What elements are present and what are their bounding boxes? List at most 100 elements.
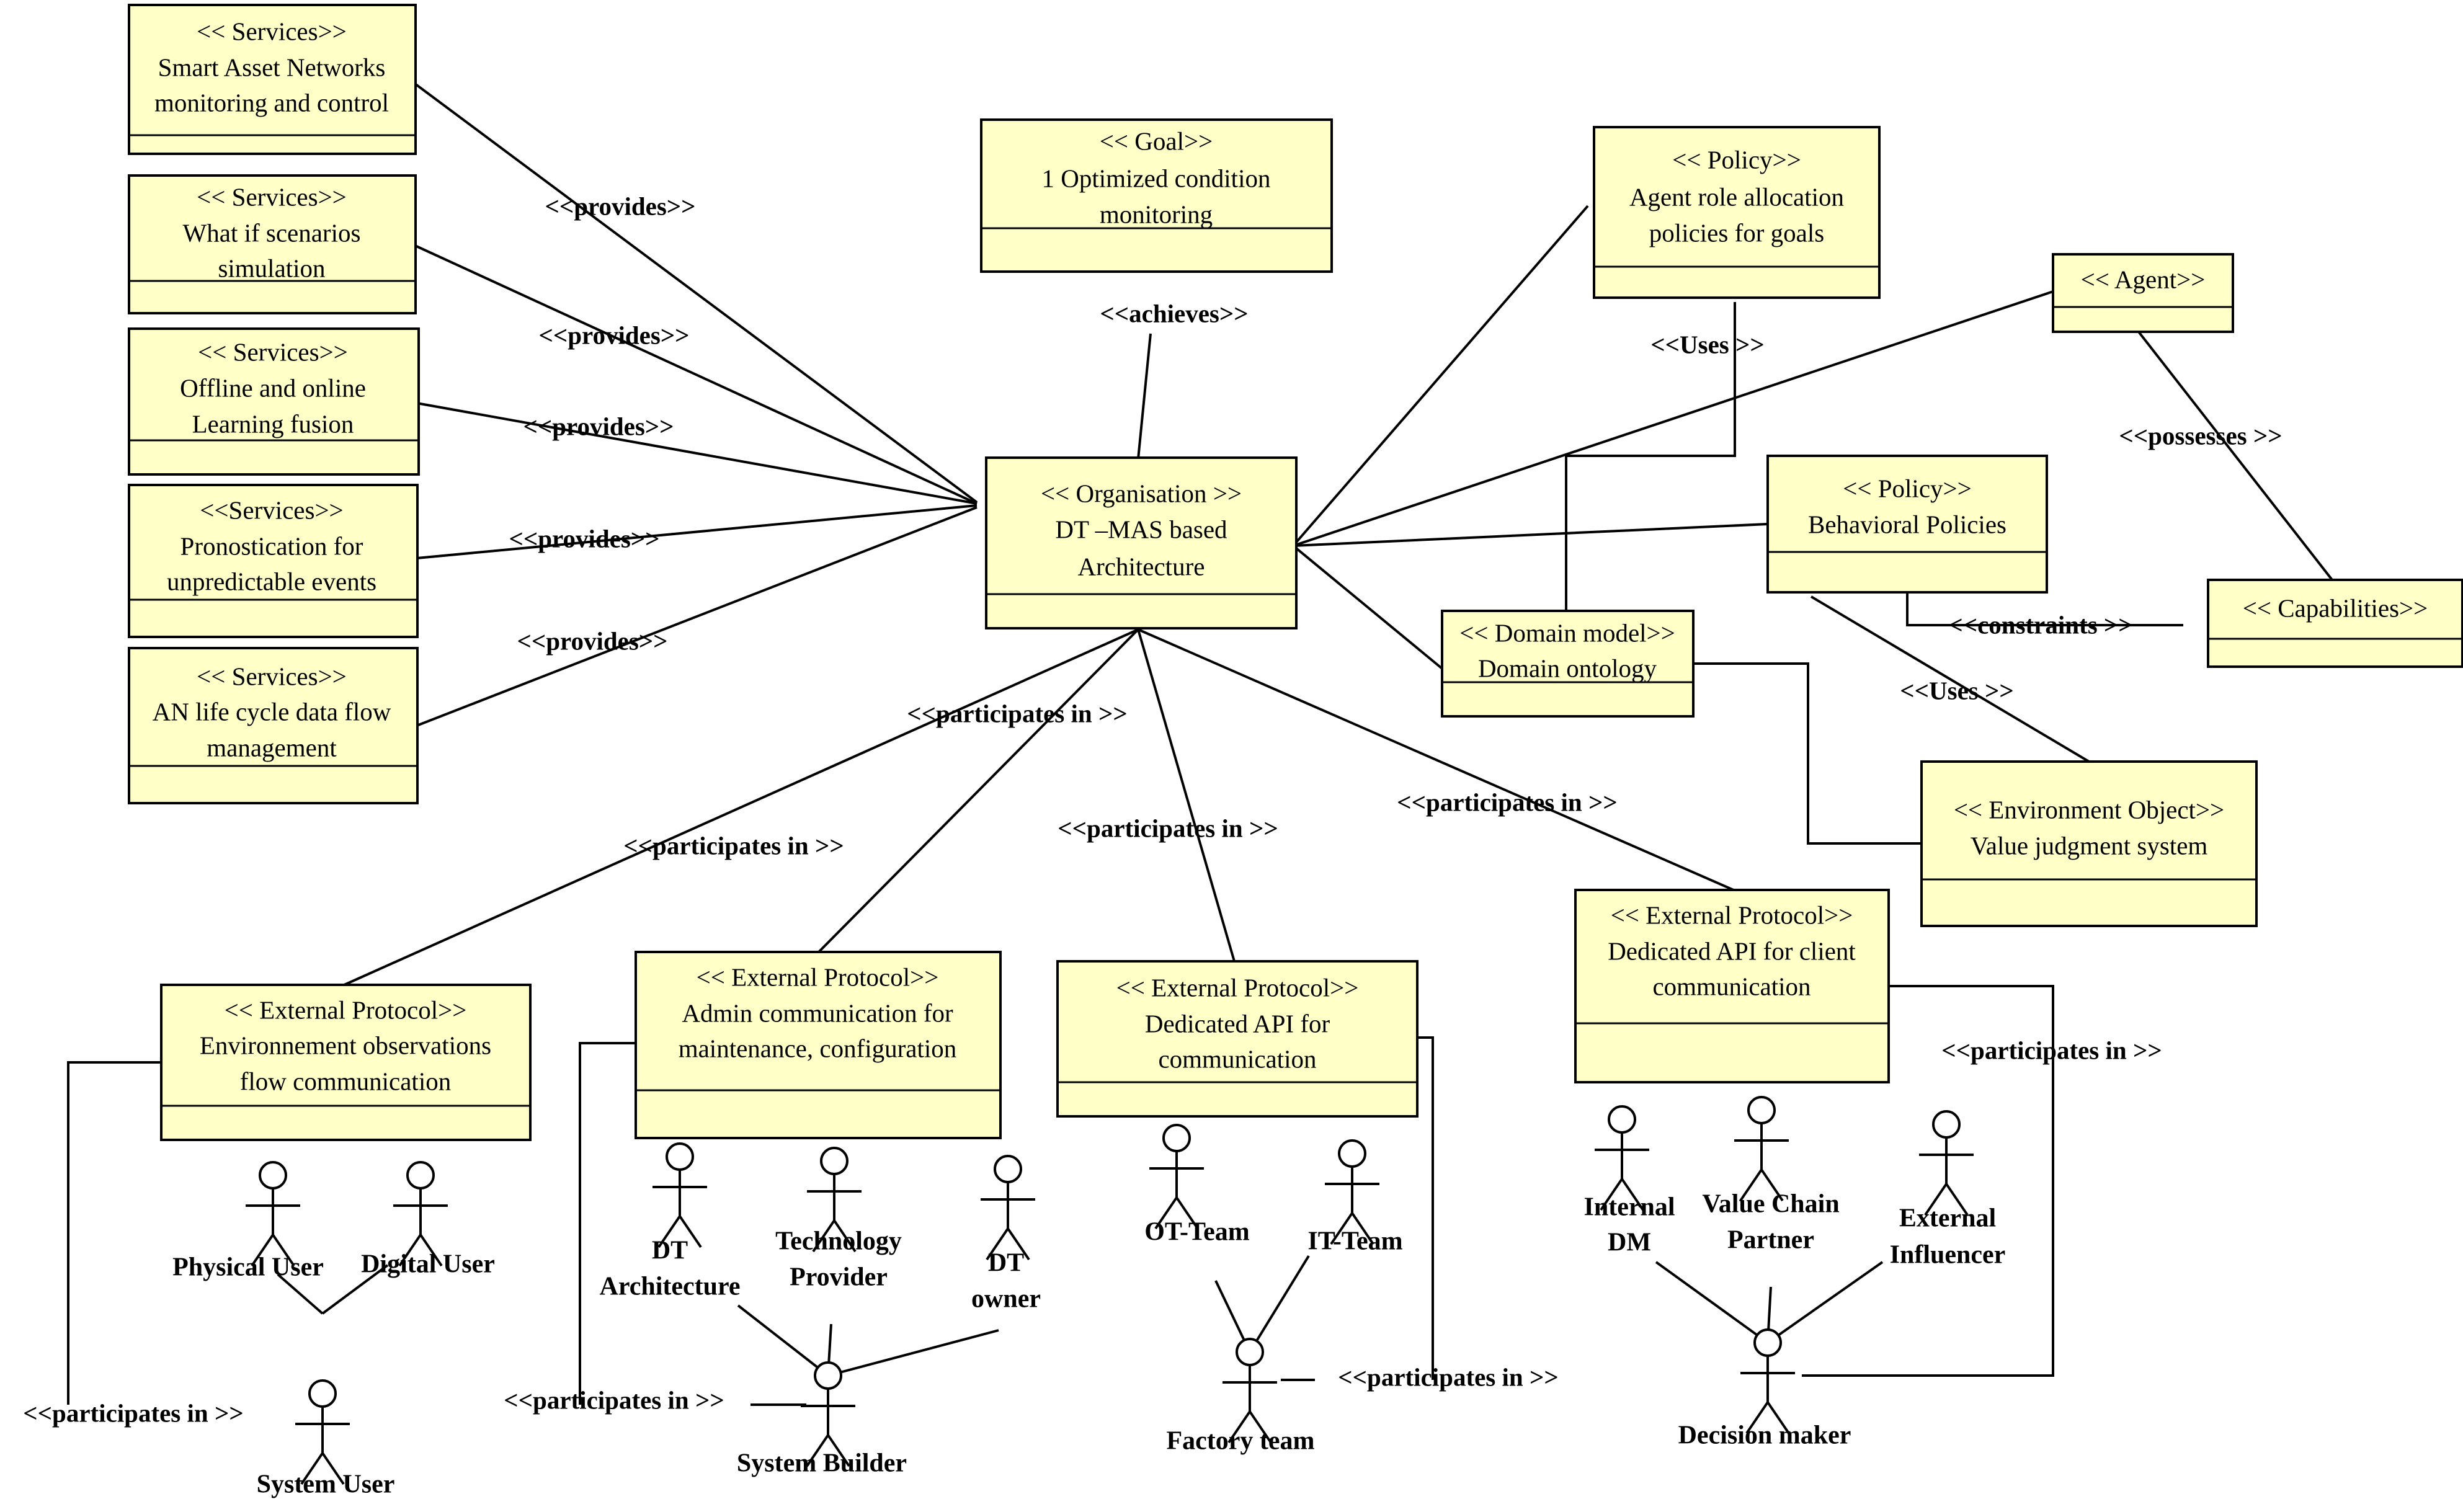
domain-model-box: << Domain model>>Domain ontology [1441, 610, 1695, 718]
connector-line-3 [416, 402, 978, 505]
environment-object-line-2: Value judgment system [1971, 831, 2208, 860]
provides-5-label: <<provides>> [517, 626, 667, 655]
value-chain-partner-label-2: Partner [1727, 1226, 1814, 1255]
decision-maker-actor: Decision maker [1678, 1328, 1851, 1450]
ot-team-actor: OT-Team [1144, 1124, 1250, 1247]
connector-line-4 [416, 504, 978, 559]
connector-line-36 [1766, 1261, 1884, 1344]
constraints-label: <<constraints >> [1948, 610, 2132, 639]
system-builder-actor-icon [801, 1361, 855, 1467]
technology-provider-label-2: Provider [790, 1263, 888, 1292]
connector-line-29 [827, 1329, 999, 1377]
svc-smart-asset-line-3: monitoring and control [154, 88, 389, 117]
dt-architecture-label-1: DT [652, 1237, 688, 1265]
ext-client-api-line-3: communication [1652, 972, 1811, 1000]
external-influencer-label-2: Influencer [1890, 1241, 2006, 1270]
domain-model-line-2: Domain ontology [1478, 654, 1657, 682]
goal-line-3: monitoring [1100, 200, 1213, 228]
svc-pronostication-line-3: unpredictable events [167, 567, 376, 595]
organisation-frame [985, 456, 1298, 629]
internal-dm-label-2: DM [1608, 1229, 1651, 1257]
connector-line-26 [321, 1264, 389, 1315]
connector-line-18 [817, 628, 1139, 953]
svc-lifecycle-line-1: << Services>> [197, 662, 347, 690]
domain-model-frame [1441, 610, 1695, 718]
participates-system-user-label: <<participates in >> [23, 1399, 243, 1427]
dt-owner-label-1: DT [988, 1249, 1024, 1278]
svc-what-if-frame [128, 174, 417, 314]
connector-line-19 [1137, 629, 1236, 962]
ext-dedicated-api-line-3: communication [1158, 1044, 1316, 1073]
connector-line-12 [1565, 302, 1736, 614]
it-team-actor-icon [1325, 1139, 1379, 1245]
provides-1-label: <<provides>> [545, 192, 695, 220]
participates-org-2-label: <<participates in >> [623, 831, 844, 860]
value-chain-partner-actor-icon [1734, 1096, 1789, 1202]
svc-smart-asset-line-2: Smart Asset Networks [158, 53, 386, 81]
policy-behavioral-line-2: Behavioral Policies [1808, 510, 2006, 538]
external-influencer-actor-icon [1919, 1110, 1974, 1216]
uses-1-label: <<Uses >> [1650, 330, 1764, 358]
goal-line-2: 1 Optimized condition [1042, 164, 1271, 192]
participates-org-1-label: <<participates in >> [907, 699, 1127, 727]
connectors [67, 81, 2333, 1406]
capabilities-box: << Capabilities>> [2207, 579, 2463, 668]
organisation-box: << Organisation >>DT –MAS basedArchitect… [985, 456, 1298, 629]
environment-object-frame [1920, 760, 2258, 927]
decision-maker-actor-icon [1740, 1328, 1795, 1434]
connector-line-7 [1292, 205, 1589, 547]
policy-agent-role-box: << Policy>>Agent role allocationpolicies… [1593, 126, 1881, 299]
dt-architecture-actor-icon [652, 1142, 707, 1248]
ext-client-api-line-2: Dedicated API for client [1608, 936, 1856, 965]
ext-client-api-box: << External Protocol>>Dedicated API for … [1574, 889, 1890, 1083]
svc-smart-asset-frame [128, 4, 417, 155]
internal-dm-label-1: Internal [1584, 1193, 1675, 1222]
system-user-actor-icon [295, 1379, 350, 1485]
svc-learning-box: << Services>>Offline and onlineLearning … [128, 327, 420, 476]
connector-line-32 [1249, 1255, 1310, 1353]
connector-line-25 [277, 1273, 324, 1315]
connector-line-15 [1810, 595, 2090, 763]
dt-owner-actor-icon [981, 1155, 1035, 1261]
svc-learning-line-1: << Services>> [198, 337, 348, 366]
capabilities-frame [2207, 579, 2463, 668]
possesses-label: <<possesses >> [2119, 421, 2282, 450]
factory-team-actor-icon [1223, 1338, 1277, 1444]
ot-team-actor-icon [1149, 1124, 1204, 1230]
connector-line-24 [1802, 985, 2054, 1377]
capabilities-line-1: << Capabilities>> [2243, 594, 2428, 622]
provides-4-label: <<provides>> [509, 524, 659, 553]
connector-line-20 [1138, 628, 1734, 891]
svc-what-if-line-1: << Services>> [197, 182, 347, 211]
it-team-label-1: IT-Team [1307, 1227, 1402, 1256]
ext-dedicated-api-line-1: << External Protocol>> [1116, 973, 1359, 1002]
edge-labels: <<provides>><<provides>><<provides>><<pr… [23, 192, 2282, 1427]
physical-user-actor-icon [246, 1161, 300, 1267]
ext-env-obs-box: << External Protocol>>Environnement obse… [160, 984, 532, 1141]
system-builder-label-1: System Builder [737, 1449, 907, 1478]
svc-smart-asset-box: << Services>>Smart Asset Networksmonitor… [128, 4, 417, 155]
svc-lifecycle-line-3: management [207, 733, 337, 762]
connector-line-8 [1293, 290, 2054, 547]
connector-line-13 [2137, 331, 2333, 581]
ext-env-obs-line-3: flow communication [240, 1067, 451, 1095]
svc-learning-line-3: Learning fusion [192, 409, 354, 438]
system-user-label-1: System User [257, 1470, 395, 1499]
connector-line-27 [737, 1304, 829, 1377]
organisation-line-2: DT –MAS based [1055, 515, 1227, 543]
system-user-actor: System User [257, 1379, 395, 1499]
ext-env-obs-line-2: Environnement observations [200, 1031, 491, 1059]
connector-line-2 [413, 244, 978, 505]
ext-dedicated-api-line-2: Dedicated API for [1145, 1009, 1330, 1038]
physical-user-actor: Physical User [172, 1161, 324, 1282]
ext-admin-line-3: maintenance, configuration [679, 1034, 957, 1062]
svc-what-if-line-3: simulation [218, 254, 325, 282]
